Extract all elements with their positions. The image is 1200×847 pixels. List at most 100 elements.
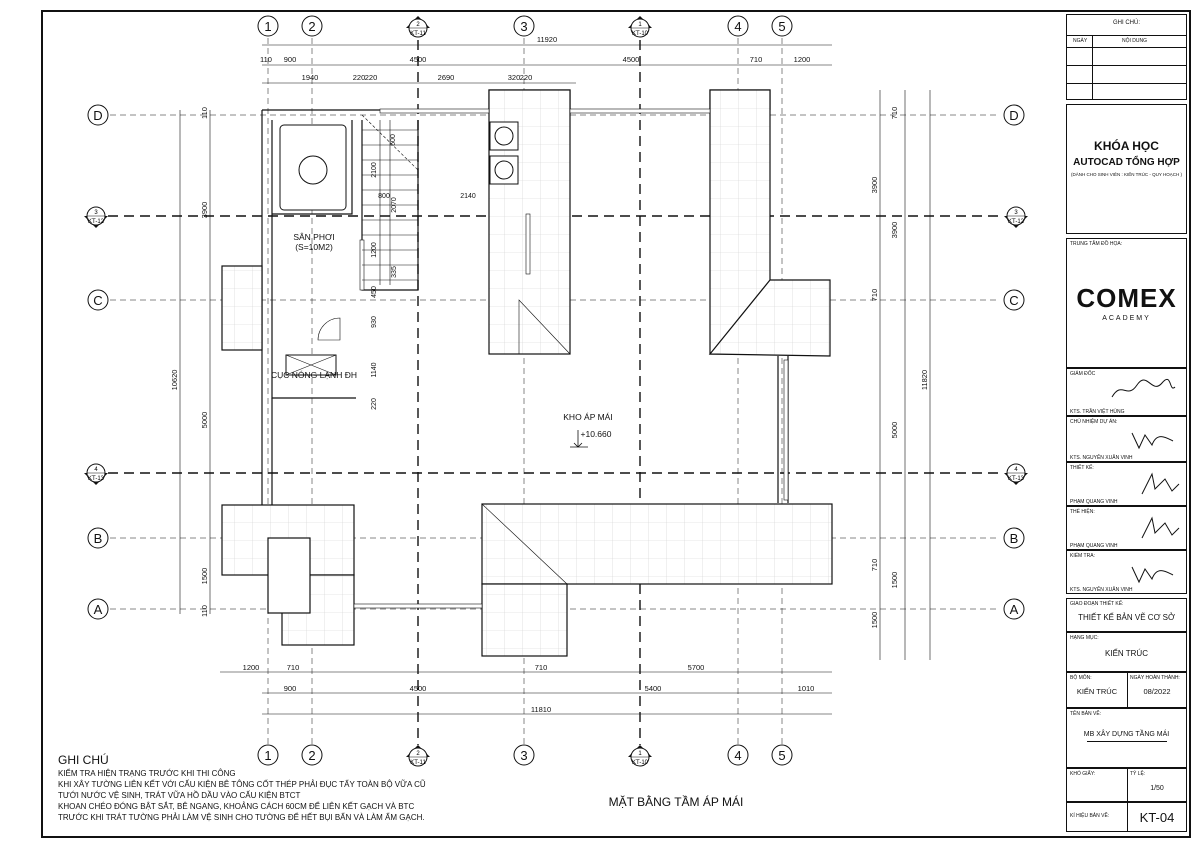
tb-course-2: AUTOCAD TỔNG HỢP [1073, 157, 1180, 168]
svg-text:4500: 4500 [410, 55, 427, 64]
svg-text:KT-12: KT-12 [1008, 219, 1025, 225]
tb-giai-doan: GIAO ĐOẠN THIẾT KẾ: THIẾT KẾ BẢN VẼ CƠ S… [1066, 598, 1187, 632]
grid-label-a: A [94, 602, 103, 617]
room-kho: KHO ÁP MÁI [563, 412, 612, 422]
grid-label-a-right: A [1010, 602, 1019, 617]
svg-text:1: 1 [638, 751, 642, 757]
floor-plan: 1 2 3 4 5 1 2 3 4 5 D C B A D C B A 2KT-… [84, 15, 1028, 809]
svg-text:900: 900 [284, 684, 297, 693]
general-notes: GHI CHÚ KIỂM TRA HIỆN TRẠNG TRƯỚC KHI TH… [58, 754, 426, 823]
svg-text:4500: 4500 [623, 55, 640, 64]
grid-label-d-right: D [1009, 108, 1018, 123]
svg-text:220: 220 [353, 73, 366, 82]
svg-text:800: 800 [378, 193, 390, 200]
tb-course-1: KHÓA HỌC [1094, 139, 1159, 153]
grid-label-1: 1 [264, 19, 271, 34]
grid-label-b: B [94, 531, 103, 546]
svg-text:2140: 2140 [460, 193, 476, 200]
svg-text:710: 710 [535, 663, 548, 672]
svg-text:1: 1 [638, 22, 642, 28]
svg-text:4: 4 [94, 467, 98, 473]
svg-text:KT-12: KT-12 [88, 219, 105, 225]
svg-text:2100: 2100 [371, 162, 378, 178]
svg-text:1500: 1500 [890, 572, 899, 589]
svg-text:2070: 2070 [391, 197, 398, 213]
svg-text:3900: 3900 [200, 202, 209, 219]
note-line: KIỂM TRA HIỆN TRẠNG TRƯỚC KHI THI CÔNG [58, 769, 236, 778]
grid-label-2: 2 [308, 19, 315, 34]
tb-kho-giay: KHỔ GIẤY: TỶ LỆ: 1/50 [1066, 768, 1187, 802]
grid-label-c-right: C [1009, 293, 1018, 308]
svg-text:3900: 3900 [870, 177, 879, 194]
svg-text:710: 710 [287, 663, 300, 672]
note-line: TƯỚI NƯỚC VỆ SINH, TRÁT VỮA HỒ DẦU VÀO C… [58, 791, 301, 800]
svg-text:110: 110 [200, 605, 209, 617]
note-line: KHOAN CHÉO ĐÓNG BẬT SẮT, BÊ NGANG, KHOẢN… [58, 802, 415, 811]
tb-center: TRUNG TÂM ĐỒ HỌA: COMEX ACADEMY [1066, 238, 1187, 368]
signature-icon [1141, 472, 1180, 495]
grid-label-5-bottom: 5 [778, 748, 785, 763]
svg-text:3900: 3900 [890, 222, 899, 239]
svg-text:1500: 1500 [200, 568, 209, 585]
dimension-lines [179, 44, 931, 715]
tb-notes: GHI CHÚ: NGÀY NỘI DUNG [1066, 14, 1187, 100]
svg-text:KT-11: KT-11 [410, 760, 426, 766]
logo-academy: ACADEMY [1102, 315, 1151, 322]
svg-text:KT-10: KT-10 [632, 31, 649, 37]
drawing-title: MẶT BẰNG TẦM ÁP MÁI [609, 794, 744, 809]
dimension-texts: 11920 110 900 4500 4500 710 1200 1940 22… [243, 35, 815, 714]
grid-label-1-bottom: 1 [264, 748, 271, 763]
svg-text:1140: 1140 [371, 362, 378, 377]
svg-text:600: 600 [390, 134, 397, 146]
svg-text:11920: 11920 [537, 35, 557, 44]
svg-text:5000: 5000 [200, 412, 209, 429]
title-block: GHI CHÚ: NGÀY NỘI DUNG KHÓA HỌC AUTOCAD … [1066, 14, 1187, 834]
level-mark: +10.660 [581, 429, 612, 439]
tb-ghi-chu: GHI CHÚ: [1113, 20, 1140, 26]
svg-text:KT-10: KT-10 [632, 760, 649, 766]
sheet-number: KT-04 [1139, 810, 1175, 825]
tb-course: KHÓA HỌC AUTOCAD TỔNG HỢP (DÀNH CHO SINH… [1066, 104, 1187, 234]
note-line: TRƯỚC KHI TRÁT TƯỜNG PHẢI LÀM VỆ SINH CH… [58, 813, 425, 822]
svg-text:930: 930 [371, 316, 378, 328]
svg-text:110: 110 [200, 107, 209, 119]
signature-icon [1111, 378, 1176, 398]
grid-label-b-right: B [1010, 531, 1019, 546]
svg-text:5700: 5700 [688, 663, 705, 672]
stair [361, 114, 419, 285]
ac-units [489, 121, 519, 185]
svg-text:1200: 1200 [794, 55, 811, 64]
svg-text:320: 320 [508, 73, 521, 82]
roof-blocks [221, 89, 833, 657]
drawing-frame [41, 10, 1191, 838]
svg-text:2: 2 [416, 22, 420, 28]
svg-text:710: 710 [870, 289, 879, 302]
svg-text:110: 110 [260, 55, 272, 64]
grid-label-3: 3 [520, 19, 527, 34]
room-cuc-nong: CỤC NÓNG LẠNH ĐH [271, 370, 357, 380]
svg-text:5400: 5400 [645, 684, 662, 693]
tb-chu-nhiem: CHỦ NHIỆM DỰ ÁN: KTS. NGUYỄN XUÂN VINH [1066, 416, 1187, 462]
svg-text:335: 335 [391, 266, 398, 278]
svg-text:5000: 5000 [890, 422, 899, 439]
tb-thiet-ke: THIẾT KẾ: PHẠM QUANG VINH [1066, 462, 1187, 506]
room-labels: SÂN PHƠI (S=10M2) CỤC NÓNG LẠNH ĐH KHO Á… [271, 232, 613, 439]
signature-icon [1131, 432, 1174, 450]
svg-text:1940: 1940 [302, 73, 319, 82]
level-icon [570, 430, 588, 448]
signature-icon [1131, 566, 1174, 584]
svg-text:KT-13: KT-13 [88, 476, 105, 482]
signature-icon [1141, 516, 1180, 539]
tb-trung-tam: TRUNG TÂM ĐỒ HỌA: [1070, 241, 1123, 247]
svg-text:2690: 2690 [438, 73, 455, 82]
room-san-phoi-area: (S=10M2) [295, 242, 333, 252]
grid-label-3-bottom: 3 [520, 748, 527, 763]
svg-text:710: 710 [750, 55, 763, 64]
svg-text:4500: 4500 [410, 684, 427, 693]
svg-text:KT-13: KT-13 [1008, 476, 1025, 482]
svg-text:1200: 1200 [243, 663, 260, 672]
grid-label-5: 5 [778, 19, 785, 34]
svg-text:220: 220 [371, 398, 378, 410]
door-swing [317, 317, 341, 341]
svg-text:220: 220 [520, 73, 533, 82]
